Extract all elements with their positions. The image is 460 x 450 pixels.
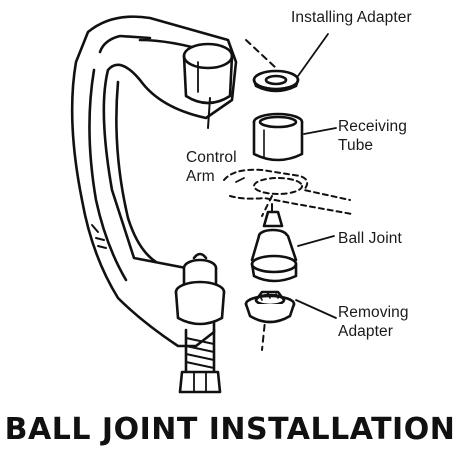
removing-adapter-label: Removing Adapter <box>338 303 409 341</box>
frame-top-bore <box>182 42 234 129</box>
removing-adapter-text-line1: Removing <box>338 304 409 321</box>
diagram-title: BALL JOINT INSTALLATION <box>4 412 456 447</box>
control-arm-label: Control Arm <box>186 148 237 186</box>
installing-adapter-text: Installing Adapter <box>291 9 412 26</box>
receiving-tube-part <box>252 112 304 162</box>
control-arm-part <box>223 168 353 215</box>
receiving-tube-text-line1: Receiving <box>338 118 407 135</box>
installing-adapter-part <box>252 69 300 93</box>
installing-adapter-label: Installing Adapter <box>291 8 412 27</box>
receiving-tube-label: Receiving Tube <box>338 117 407 155</box>
removing-adapter-part <box>244 290 296 324</box>
control-arm-text-line2: Arm <box>186 168 215 185</box>
forcing-screw <box>174 252 226 394</box>
ball-joint-label: Ball Joint <box>338 229 402 248</box>
ball-joint-text: Ball Joint <box>338 230 402 247</box>
removing-adapter-text-line2: Adapter <box>338 323 393 340</box>
control-arm-text-line1: Control <box>186 149 237 166</box>
receiving-tube-text-line2: Tube <box>338 137 374 154</box>
ball-joint-part <box>250 203 298 283</box>
leader-lines <box>235 33 337 319</box>
